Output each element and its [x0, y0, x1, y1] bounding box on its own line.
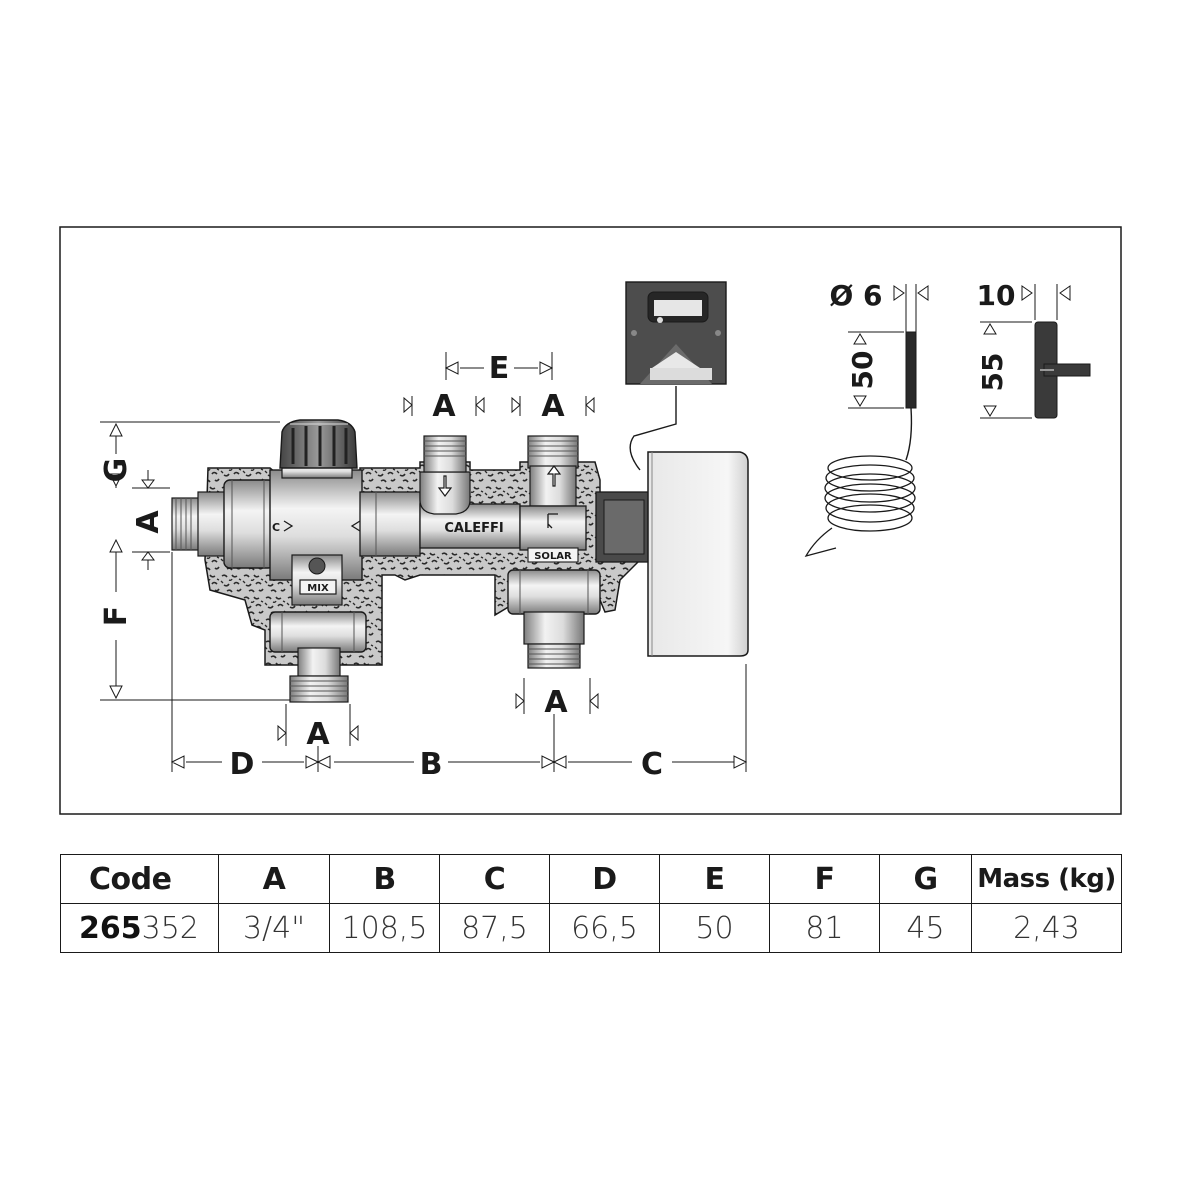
dimension-labels: E A A A A D B C G A F Ø 6 50 10 55 — [99, 279, 1015, 782]
dimension-lines — [100, 284, 1071, 772]
label-E: E — [489, 351, 510, 386]
cell-C: 87,5 — [439, 903, 550, 953]
circulator-pump — [595, 386, 749, 657]
cell-A: 3/4" — [218, 903, 330, 953]
solar-regulator-display — [625, 281, 727, 385]
specification-table: Code A B C D E F G Mass (kg) 265352 3/4"… — [60, 854, 1122, 953]
cell-mass: 2,43 — [971, 903, 1122, 953]
temperature-probe — [804, 331, 917, 558]
probe-diameter-label: Ø 6 — [829, 279, 882, 312]
cell-B: 108,5 — [329, 903, 440, 953]
drawing-frame — [59, 226, 1122, 815]
clip-width-label: 10 — [977, 279, 1016, 312]
header-code: Code — [60, 854, 219, 904]
header-mass: Mass (kg) — [971, 854, 1122, 904]
label-A-bottom-right: A — [544, 685, 568, 720]
cell-E: 50 — [659, 903, 770, 953]
header-D: D — [549, 854, 660, 904]
header-B: B — [329, 854, 440, 904]
header-G: G — [879, 854, 972, 904]
mix-marking: MIX — [307, 583, 329, 594]
code-prefix: 265 — [79, 910, 142, 946]
label-B: B — [420, 747, 443, 782]
label-C: C — [641, 747, 663, 782]
table-header-row: Code A B C D E F G Mass (kg) — [60, 854, 1122, 904]
cell-F: 81 — [769, 903, 880, 953]
clip-height-label: 55 — [976, 353, 1009, 392]
header-E: E — [659, 854, 770, 904]
header-F: F — [769, 854, 880, 904]
label-G: G — [99, 458, 134, 483]
cell-D: 66,5 — [549, 903, 660, 953]
label-A-top-right: A — [541, 389, 565, 424]
label-F: F — [99, 606, 134, 627]
header-A: A — [218, 854, 330, 904]
cold-marking: C — [272, 521, 280, 534]
cell-G: 45 — [879, 903, 972, 953]
label-A-left: A — [131, 510, 166, 534]
label-A-bottom-mid: A — [306, 717, 330, 752]
label-A-top-left: A — [432, 389, 456, 424]
solar-marking: SOLAR — [534, 551, 572, 562]
manifold-body: CALEFFI SOLAR — [359, 435, 601, 669]
cell-code: 265352 — [60, 903, 219, 953]
probe-length-label: 50 — [846, 351, 879, 390]
left-inlet-fitting — [171, 479, 275, 569]
body-marking: CALEFFI — [444, 521, 503, 536]
header-C: C — [439, 854, 550, 904]
probe-clip — [1034, 321, 1091, 419]
code-suffix: 352 — [141, 910, 199, 946]
table-row: 265352 3/4" 108,5 87,5 66,5 50 81 45 2,4… — [60, 903, 1122, 953]
label-D: D — [230, 747, 255, 782]
